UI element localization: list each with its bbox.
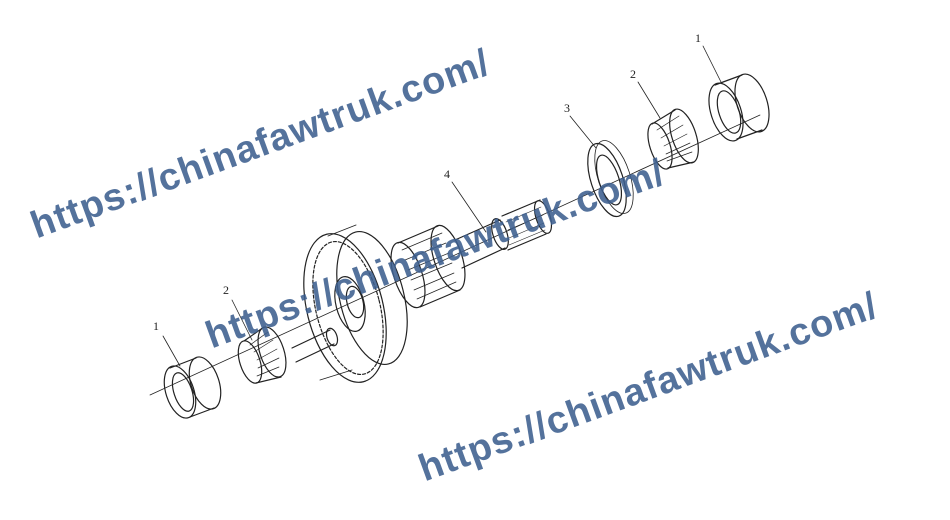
- callout-3: 3: [564, 101, 570, 115]
- bearing-cup-left: [163, 356, 222, 419]
- thrust-washer: [587, 140, 634, 218]
- large-helical-gear: [303, 224, 408, 383]
- leader-2-left: [231, 299, 253, 341]
- shaft-pinion: [390, 224, 466, 309]
- leader-3: [569, 115, 597, 149]
- bearing-cone-left: [237, 326, 287, 384]
- axis-line: [149, 114, 761, 396]
- leader-1-right: [702, 45, 723, 85]
- callout-1-right: 1: [695, 31, 701, 45]
- leader-lines: [162, 45, 723, 367]
- callout-2-left: 2: [223, 283, 229, 297]
- shaft-splined-end: [454, 199, 553, 269]
- bearing-cone-right: [647, 108, 699, 170]
- leader-2-right: [637, 81, 661, 119]
- shaft-stub-left: [291, 327, 339, 363]
- callout-1-left: 1: [153, 319, 159, 333]
- bearing-cup-right: [708, 73, 770, 142]
- leader-1-left: [162, 335, 181, 367]
- callout-4: 4: [444, 167, 450, 181]
- leader-4: [451, 181, 487, 233]
- callout-2-right: 2: [630, 67, 636, 81]
